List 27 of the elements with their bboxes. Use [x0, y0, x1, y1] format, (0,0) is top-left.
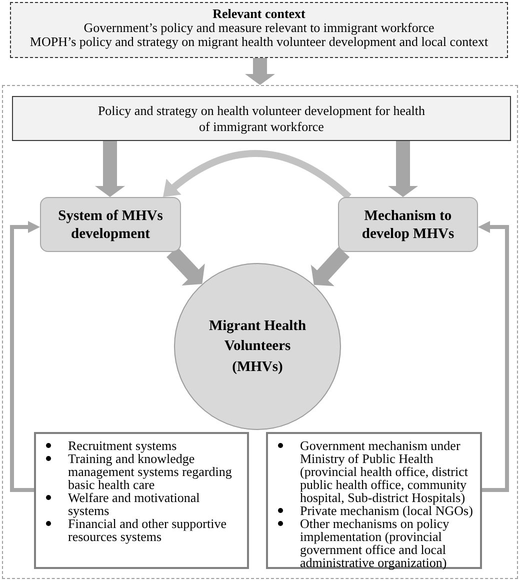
context-box: [10, 2, 508, 58]
circle-label: Migrant Health Volunteers (MHVs): [208, 316, 308, 377]
policy-text: Policy and strategy on health volunteer development for health of immigrant workforce: [96, 102, 426, 134]
context-text: MOPH’s policy and strategy on migrant health volunteer development and local context: [30, 35, 488, 49]
process-box: [40, 197, 181, 252]
process-box: [338, 197, 478, 252]
list-item-text: Welfare and motivational systems: [68, 491, 201, 517]
list-item-text: Private mechanism (local NGOs): [300, 504, 474, 517]
policy-box: [12, 96, 511, 141]
list-item-text: Financial and other supportive resources systems: [68, 517, 228, 543]
list-box: [266, 432, 482, 569]
heading-text: Relevant context: [212, 7, 306, 21]
block-arrow: [95, 141, 125, 197]
list-box: [34, 432, 249, 569]
block-arrow: [245, 58, 275, 85]
feedback-arrow: [10, 221, 40, 492]
curved-arrow: [160, 150, 352, 200]
box-label: Mechanism to develop MHVs: [360, 206, 456, 242]
context-text: Government’s policy and measure relevant to immigrant workforce: [84, 21, 434, 35]
framework-container: [2, 85, 518, 579]
box-label: System of MHVs development: [57, 206, 164, 242]
list-item-text: Other mechanisms on policy implementation (provincial government office and local administrative organization): [300, 517, 450, 569]
list-item-text: Government mechanism under Ministry of Public Health (provincial health office, district public health office, community hospital, Sub-district Hospitals): [300, 439, 469, 504]
list-item-text: Recruitment systems: [68, 439, 178, 452]
list-item-text: Training and knowledge management systems regarding basic health care: [68, 452, 233, 491]
feedback-arrow: [478, 221, 509, 492]
block-arrow: [388, 141, 418, 197]
